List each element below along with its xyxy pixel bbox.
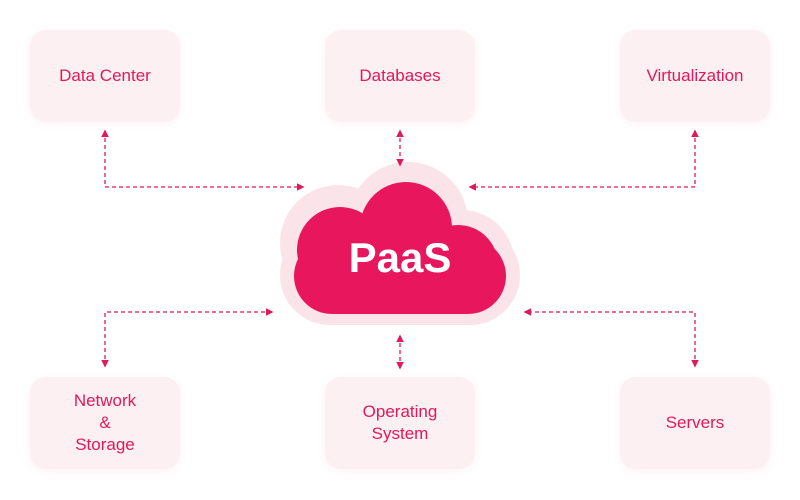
node-label: Databases — [359, 66, 441, 85]
paas-label: PaaS — [348, 234, 452, 281]
connector-servers — [523, 308, 699, 368]
node-data-center: Data Center — [30, 30, 180, 122]
node-operating-system: Operating System — [325, 377, 475, 469]
node-label: Network & Storage — [73, 391, 137, 454]
cloud-shape — [294, 182, 506, 314]
node-label: Operating System — [362, 402, 438, 443]
node-virtualization: Virtualization — [620, 30, 770, 122]
node-label: Data Center — [59, 66, 151, 85]
node-databases: Databases — [325, 30, 475, 122]
connector-network-storage — [101, 308, 274, 368]
node-network-storage: Network & Storage — [30, 377, 180, 469]
node-label: Servers — [665, 413, 725, 432]
connector-data-center — [101, 129, 305, 191]
node-label: Virtualization — [646, 66, 744, 85]
node-servers: Servers — [620, 377, 770, 469]
connector-virtualization — [468, 129, 699, 191]
